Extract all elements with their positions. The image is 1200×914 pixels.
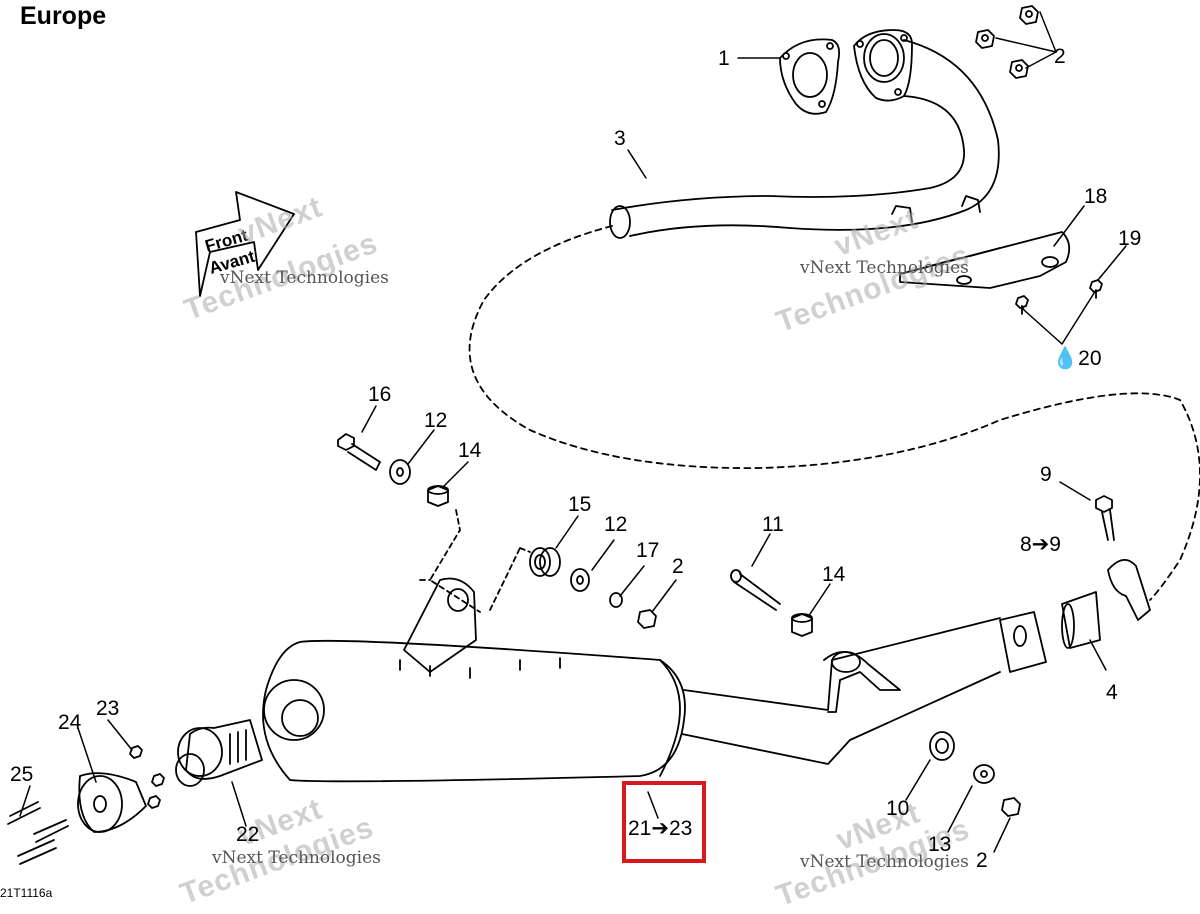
callout-23[interactable]: 23 xyxy=(96,697,120,720)
mount-hardware-mid xyxy=(489,547,657,629)
callout-9[interactable]: 9 xyxy=(1040,463,1052,486)
callout-19[interactable]: 19 xyxy=(1118,227,1142,250)
callout-4[interactable]: 4 xyxy=(1106,681,1118,704)
highlight-box xyxy=(622,781,706,863)
mount-hardware-left xyxy=(337,433,481,613)
mid-pipe xyxy=(681,611,1047,765)
header-flange-part xyxy=(853,29,913,102)
callout-17[interactable]: 17 xyxy=(636,539,660,562)
spring-clamp-part xyxy=(1095,495,1151,621)
callout-2[interactable]: 2 xyxy=(976,849,988,872)
callout-8-9[interactable]: 8➔9 xyxy=(1020,533,1061,556)
callout-20-label: 20 xyxy=(1078,347,1102,370)
gasket-part xyxy=(779,38,841,115)
mount-hardware-bottom xyxy=(929,731,1021,817)
front-direction-arrow: Front Avant xyxy=(195,191,295,297)
callout-1[interactable]: 1 xyxy=(718,47,730,70)
callout-25[interactable]: 25 xyxy=(10,763,34,786)
callout-21-23[interactable]: 21➔23 xyxy=(628,817,693,840)
callout-15[interactable]: 15 xyxy=(568,493,592,516)
callout-2[interactable]: 2 xyxy=(672,555,684,578)
thread-locker-drop-icon: 💧 xyxy=(1052,347,1079,370)
callout-16[interactable]: 16 xyxy=(368,383,392,406)
callout-14[interactable]: 14 xyxy=(458,439,482,462)
pipe-routing-dashed xyxy=(468,225,1200,601)
callout-20[interactable]: 💧20 xyxy=(1052,348,1102,369)
mount-hardware-right xyxy=(730,569,813,637)
mount-bracket-part xyxy=(899,231,1071,289)
callout-18[interactable]: 18 xyxy=(1084,185,1108,208)
callout-10[interactable]: 10 xyxy=(886,797,910,820)
callout-3[interactable]: 3 xyxy=(614,127,626,150)
callout-22[interactable]: 22 xyxy=(236,823,260,846)
pipe-clamp xyxy=(1061,591,1101,649)
tailpipe-parts xyxy=(7,719,263,865)
callout-12[interactable]: 12 xyxy=(604,513,628,536)
region-title: Europe xyxy=(20,2,107,30)
callout-13[interactable]: 13 xyxy=(928,833,952,856)
callout-leaders xyxy=(19,11,1127,853)
header-pipe xyxy=(609,39,1000,239)
callout-2[interactable]: 2 xyxy=(1054,45,1066,68)
callout-12[interactable]: 12 xyxy=(424,409,448,432)
callout-14[interactable]: 14 xyxy=(822,563,846,586)
figure-code: 21T1116a xyxy=(0,886,53,900)
muffler-part xyxy=(262,577,686,783)
bracket-bolts xyxy=(1015,279,1103,315)
callout-11[interactable]: 11 xyxy=(762,513,784,536)
nuts-top xyxy=(975,5,1039,79)
callout-24[interactable]: 24 xyxy=(58,711,82,734)
